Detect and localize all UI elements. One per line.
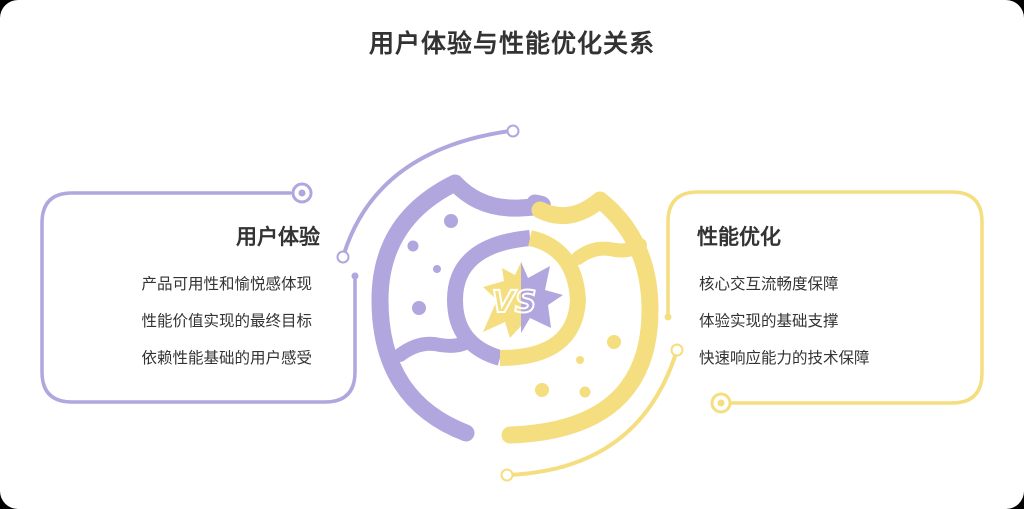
inner-ring-purple: [446, 230, 531, 366]
vs-burst-yellow: [483, 262, 521, 338]
left-panel-item: 性能价值实现的最终目标: [141, 312, 312, 330]
yellow-outer-arc: [505, 348, 679, 477]
right-panel-item: 核心交互流畅度保障: [699, 275, 839, 293]
right-panel-item: 体验实现的基础支撑: [699, 312, 839, 330]
left-panel-item: 依赖性能基础的用户感受: [141, 349, 312, 367]
right-panel-border: [666, 190, 984, 405]
vs-burst-purple: [521, 262, 563, 333]
left-panel-item: 产品可用性和愉悦感体现: [141, 275, 312, 293]
right-panel-item: 快速响应能力的技术保障: [699, 349, 870, 367]
vs-badge: VS: [492, 285, 537, 320]
page-title: 用户体验与性能优化关系: [368, 29, 655, 58]
inner-ring-yellow: [499, 230, 587, 366]
donut-purple-half: [371, 174, 551, 442]
right-panel-dot-node: [664, 313, 672, 321]
right-panel-heading: 性能优化: [697, 225, 781, 249]
left-panel-heading: 用户体验: [236, 225, 320, 249]
left-panel-dot-node: [351, 272, 359, 280]
purple-outer-arc: [341, 129, 512, 259]
donut-yellow-half: [501, 191, 659, 444]
left-panel-border: [40, 191, 357, 404]
